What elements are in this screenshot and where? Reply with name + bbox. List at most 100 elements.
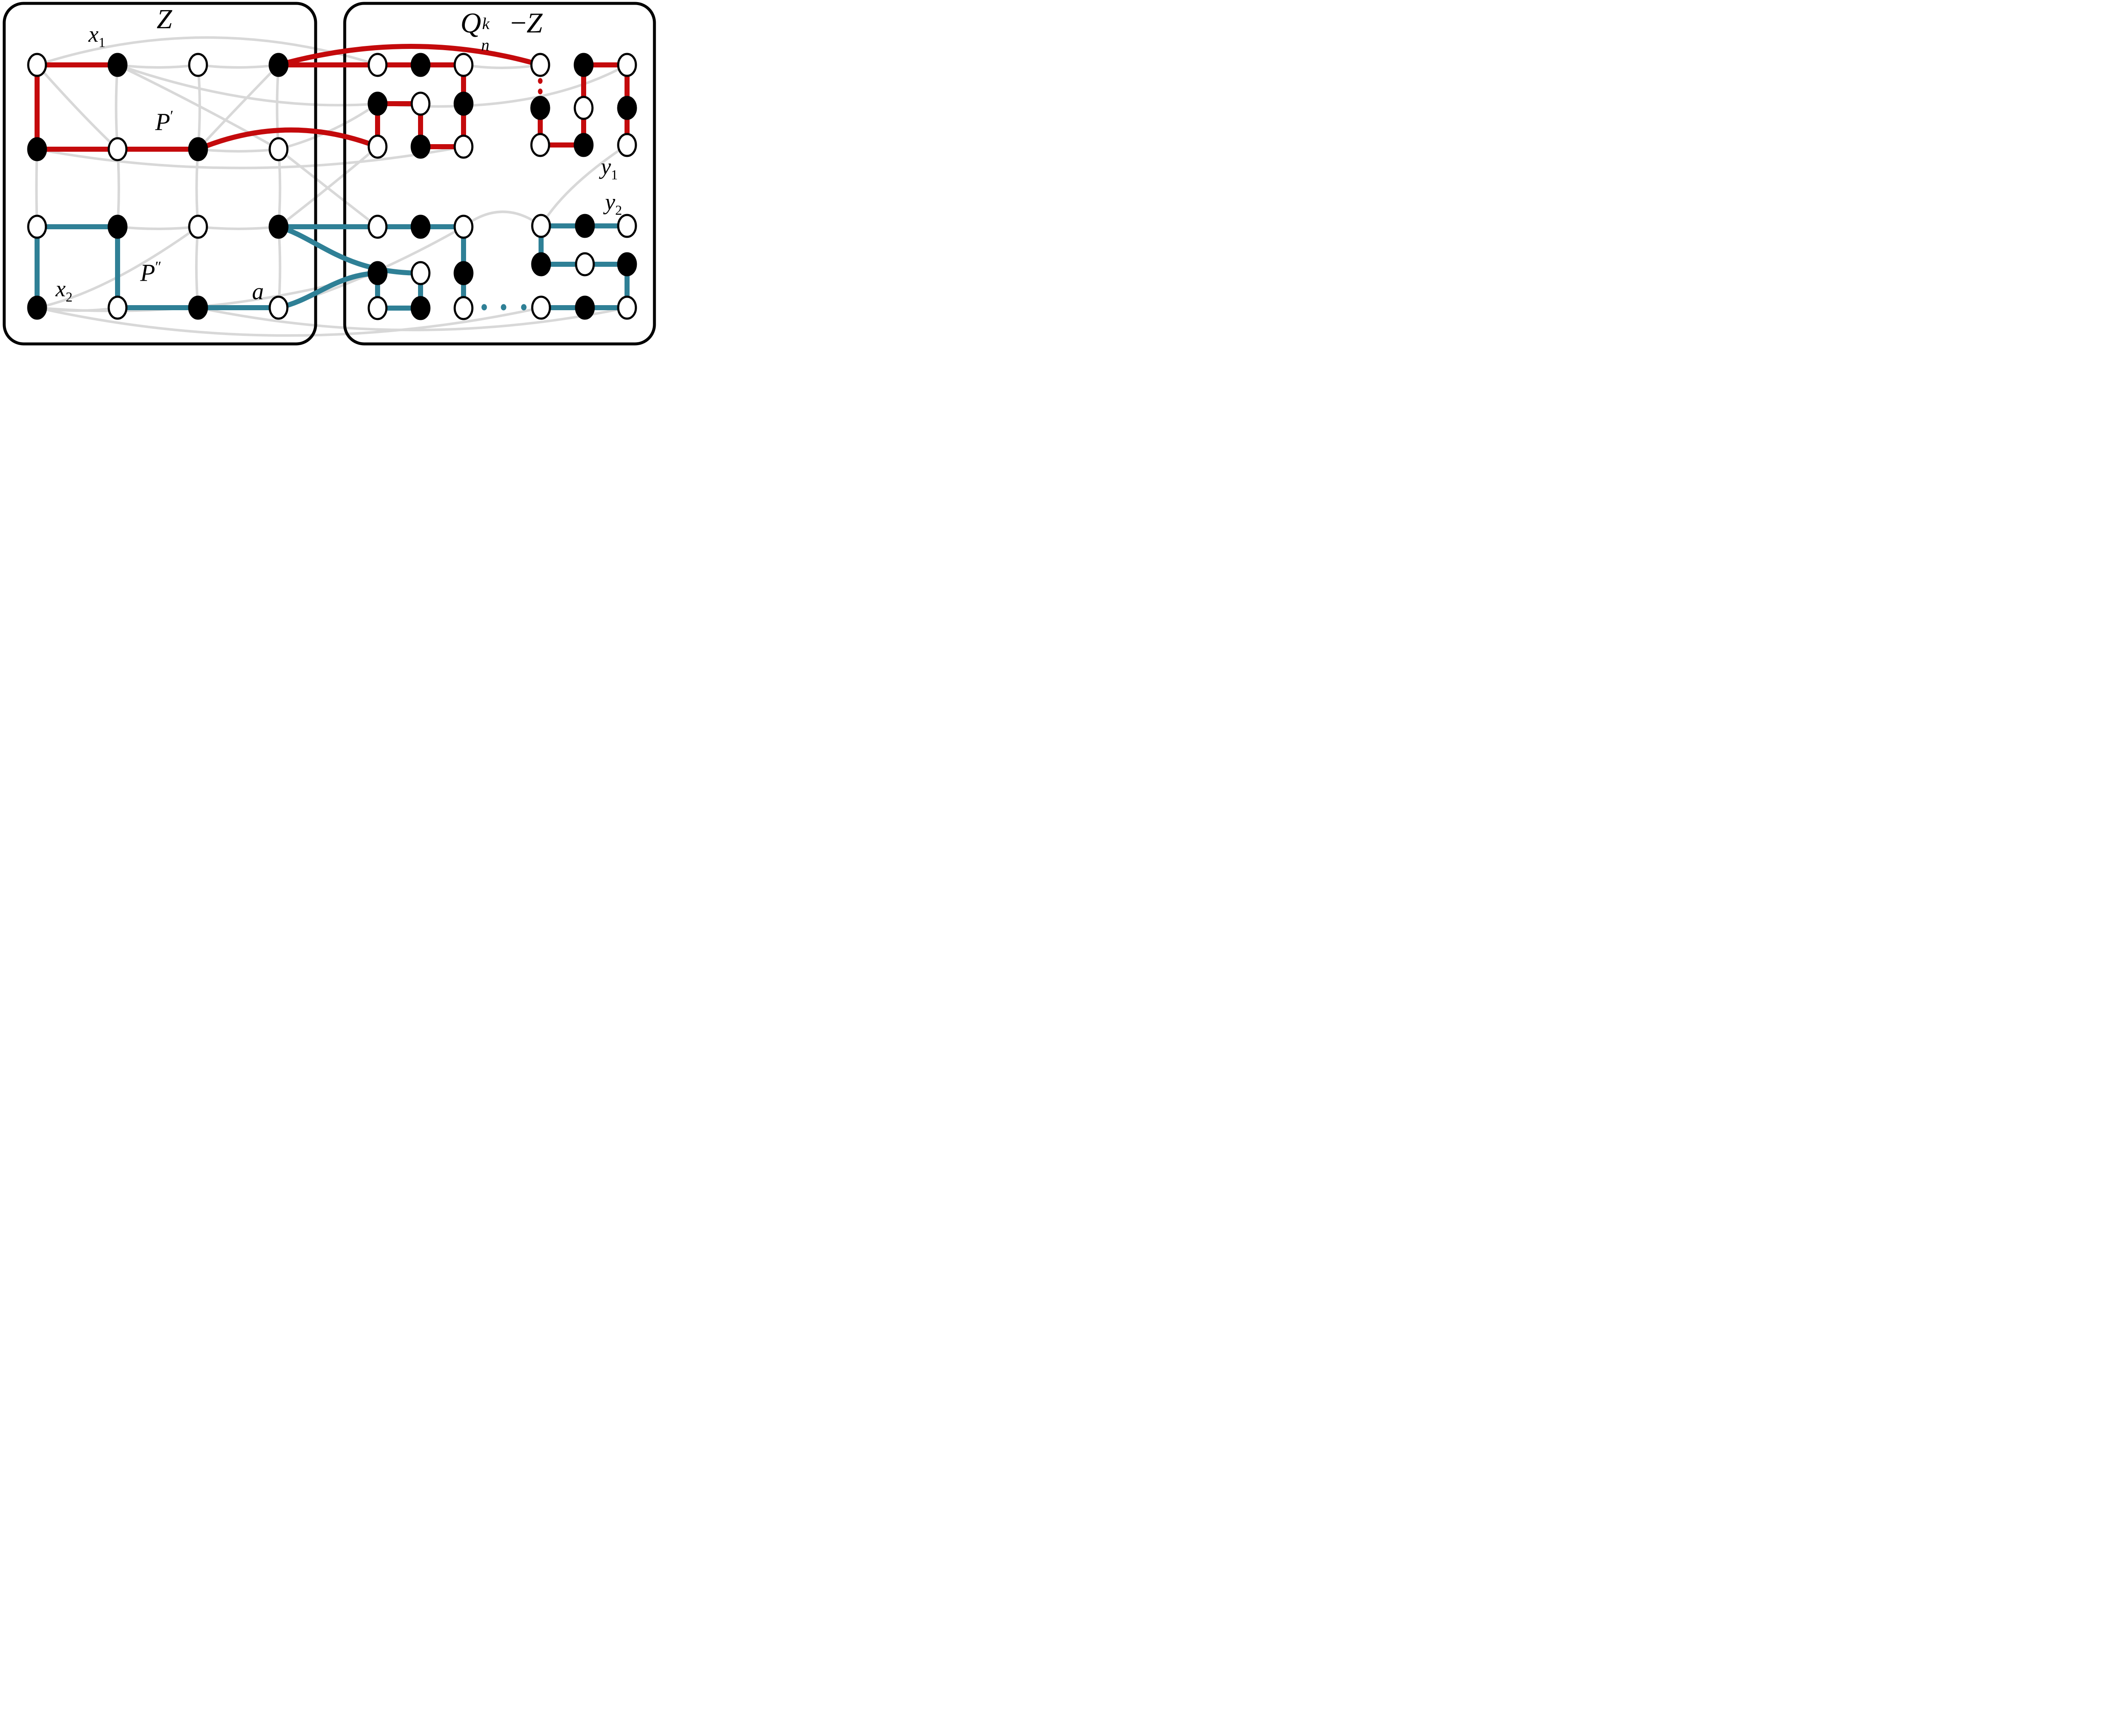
right-box-QnkZ	[343, 2, 656, 346]
label-minus: −	[510, 7, 527, 39]
label-y1-base: y	[600, 154, 611, 180]
vertex-solid	[410, 134, 431, 159]
edge-gray	[116, 64, 199, 69]
edge-gray	[36, 64, 119, 150]
label-Q-sub-n: n	[481, 36, 490, 55]
edge-gray	[197, 64, 280, 69]
label-P-double-prime: P″	[140, 259, 161, 285]
vertex-solid	[367, 261, 388, 285]
dots-teal-horizontal-ellipsis	[501, 304, 507, 311]
vertex-open	[27, 53, 47, 77]
label-P-prime: P′	[155, 108, 173, 134]
label-Z-text: Z	[156, 4, 172, 35]
vertex-solid	[530, 96, 550, 120]
edge-gray	[540, 144, 628, 227]
edge-teal-path-P-double-prime	[276, 271, 380, 310]
vertex-y2	[617, 214, 637, 238]
vertex-open	[617, 295, 637, 320]
label-x2: x2	[56, 277, 72, 304]
vertex-open	[410, 261, 431, 285]
vertex-open	[453, 296, 474, 320]
edge-gray	[197, 64, 280, 150]
vertex-open	[530, 133, 550, 157]
label-P-dprime-mark: ″	[155, 258, 162, 275]
vertex-open	[574, 96, 594, 120]
vertex-open	[367, 134, 388, 159]
vertex-solid	[268, 215, 289, 239]
edge-red-path-P-prime	[276, 44, 543, 67]
edge-gray	[197, 225, 280, 230]
edge-gray	[36, 306, 542, 337]
label-P-dprime-base: P	[140, 259, 155, 287]
vertex-open	[575, 252, 595, 276]
vertex-open	[453, 215, 474, 239]
vertex-solid	[453, 91, 474, 116]
edge-red-path-P-prime	[196, 127, 380, 152]
label-a: a	[252, 280, 264, 303]
vertex-open	[367, 53, 388, 77]
label-x2-sub: 2	[65, 290, 73, 305]
vertex-solid	[188, 137, 208, 161]
edge-gray	[36, 145, 465, 169]
label-y1: y1	[601, 155, 618, 182]
vertex-solid	[410, 215, 431, 239]
edge-gray	[116, 225, 199, 230]
vertex-solid	[410, 53, 431, 77]
label-y2: y2	[605, 191, 622, 217]
vertex-open	[367, 296, 388, 320]
label-x2-base: x	[55, 276, 66, 302]
vertex-open	[530, 53, 550, 77]
label-Q-base: Q	[460, 7, 481, 39]
label-P-prime-base: P	[155, 108, 170, 136]
edge-gray	[115, 64, 119, 150]
edge-gray	[197, 148, 280, 153]
dots-teal-horizontal-ellipsis	[521, 304, 527, 311]
vertex-solid	[188, 295, 208, 320]
vertex-solid	[574, 133, 594, 157]
label-x1: x1	[88, 23, 105, 50]
vertex-solid	[268, 53, 289, 77]
vertex-y1	[617, 133, 637, 157]
vertex-solid	[453, 261, 474, 285]
vertex-x2	[27, 295, 47, 320]
vertex-open	[268, 137, 289, 161]
label-P-prime-mark: ′	[170, 107, 174, 124]
vertex-open	[188, 215, 208, 239]
dots-red-vertical-ellipsis	[538, 78, 543, 84]
edge-gray	[36, 225, 199, 309]
vertex-solid	[410, 296, 431, 320]
vertex-open	[107, 295, 128, 320]
vertex-open	[367, 215, 388, 239]
edge-gray	[195, 225, 199, 309]
vertex-open	[107, 137, 128, 161]
label-Z: Z	[157, 5, 172, 33]
label-x1-base: x	[88, 21, 99, 47]
edge-gray	[462, 64, 541, 69]
label-y2-sub: 2	[615, 203, 622, 218]
vertex-solid	[27, 137, 47, 161]
vertex-solid	[107, 215, 128, 239]
label-x1-sub: 1	[98, 35, 106, 51]
vertex-solid	[575, 295, 595, 320]
edge-teal-path-P-double-prime	[276, 224, 423, 276]
vertex-solid	[617, 96, 637, 120]
edge-gray	[276, 64, 280, 150]
vertex-open	[531, 295, 551, 320]
vertex-a	[268, 295, 289, 320]
left-box-Z	[3, 2, 317, 346]
vertex-x1	[107, 53, 128, 77]
label-Z2: Z	[526, 7, 543, 39]
dots-red-vertical-ellipsis	[538, 89, 543, 94]
edge-gray	[277, 148, 379, 228]
graph-canvas	[3, 2, 656, 346]
dots-teal-horizontal-ellipsis	[481, 304, 487, 311]
vertex-solid	[367, 91, 388, 116]
vertex-solid	[574, 53, 594, 77]
vertex-solid	[617, 252, 637, 276]
label-Q-sup-k: k	[482, 14, 490, 33]
label-a-text: a	[252, 279, 264, 305]
label-y2-base: y	[605, 189, 615, 215]
vertex-open	[27, 215, 47, 239]
